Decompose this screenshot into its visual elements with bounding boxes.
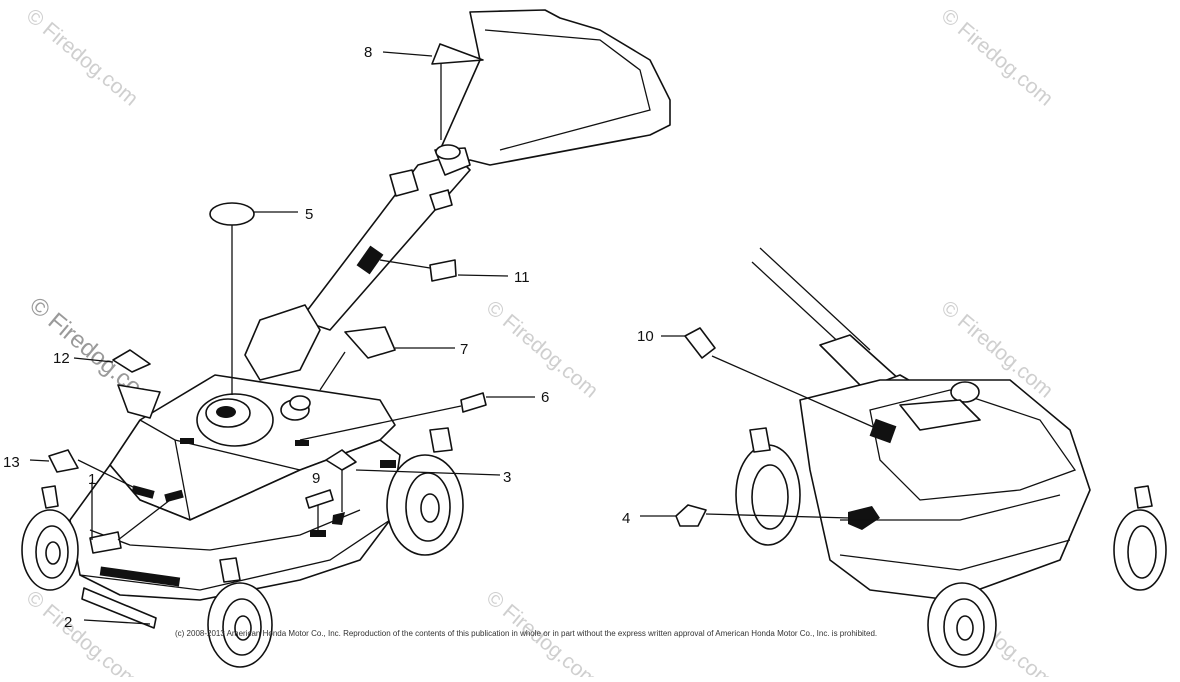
- decal-7: [344, 326, 396, 359]
- decal-1: [89, 531, 122, 554]
- decal-6: [460, 392, 487, 413]
- decal-10: [684, 327, 716, 359]
- handle-grip: [439, 9, 671, 166]
- decal-12: [112, 349, 151, 373]
- callout-7: 7: [460, 341, 468, 358]
- leader-lines: [29, 51, 881, 625]
- wheel-rear-left: [735, 427, 801, 546]
- callout-12: 12: [53, 350, 70, 367]
- callout-1: 1: [88, 471, 96, 488]
- watermark-text: © Firedog.com: [482, 296, 603, 402]
- decal-9-a: [325, 449, 357, 471]
- copyright-notice: (c) 2008-2013 American Honda Motor Co., …: [175, 629, 877, 638]
- handle-decal-mark: [356, 245, 384, 275]
- decal-parts: [48, 43, 716, 629]
- callout-11: 11: [514, 269, 530, 286]
- wheel-rear-right: [386, 427, 464, 556]
- deck-front-decal: [99, 566, 181, 587]
- decal-4: [675, 504, 707, 527]
- watermark-text: © Firedog.com: [22, 4, 143, 110]
- callout-5: 5: [305, 206, 313, 223]
- decal-9-b: [305, 489, 334, 509]
- callout-labels: 1 2 3 4 5 6 7 8 9 10 11 12 13: [3, 44, 654, 631]
- decal-11: [429, 259, 457, 282]
- mower-left: [21, 9, 671, 668]
- decal-5: [209, 202, 255, 226]
- wheel-front-left: [927, 582, 997, 668]
- decal-13: [48, 449, 79, 473]
- wheel-front-right: [207, 557, 273, 668]
- callout-8: 8: [364, 44, 372, 61]
- decal-8: [431, 43, 484, 65]
- callout-3: 3: [503, 469, 511, 486]
- decal-2: [81, 587, 157, 629]
- callout-6: 6: [541, 389, 549, 406]
- mower-right: [735, 247, 1167, 668]
- fuel-cap: [216, 406, 236, 418]
- wheel-front-left: [21, 485, 79, 591]
- callout-10: 10: [637, 328, 654, 345]
- watermark-text: © Firedog.com: [937, 4, 1058, 110]
- handle-shaft: [299, 154, 471, 331]
- fuel-cap: [950, 381, 980, 403]
- wheel-front-right: [1113, 485, 1167, 591]
- callout-9: 9: [312, 470, 320, 487]
- callout-13: 13: [3, 454, 20, 471]
- callout-4: 4: [622, 510, 630, 527]
- callout-2: 2: [64, 614, 72, 631]
